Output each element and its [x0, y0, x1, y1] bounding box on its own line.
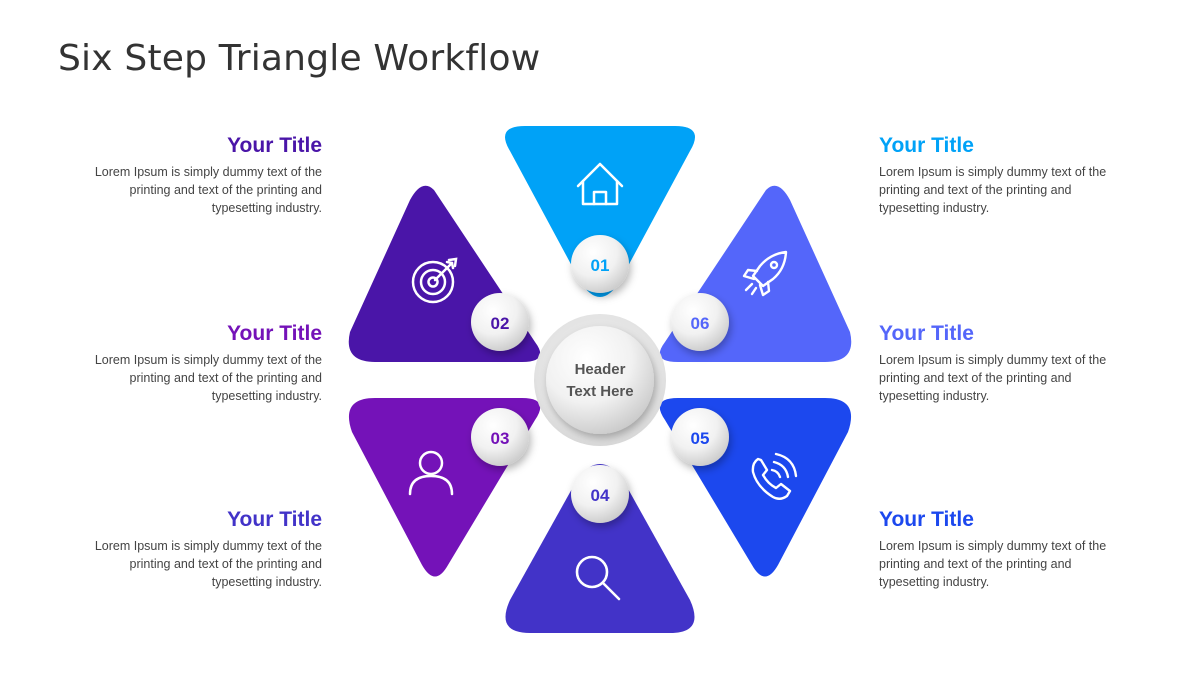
step-01-title: Your Title: [879, 134, 974, 157]
step-01-triangle: [505, 126, 695, 297]
step-05-title: Your Title: [879, 508, 974, 531]
step-06-number-ball: 06: [671, 293, 729, 351]
step-04-number-ball: 04: [571, 465, 629, 523]
step-03-number-ball: 03: [471, 408, 529, 466]
step-01-number-ball: 01: [571, 235, 629, 293]
step-04-number: 04: [591, 486, 610, 505]
step-02-text-block: Your Title Lorem Ipsum is simply dummy t…: [70, 133, 322, 217]
step-02-title: Your Title: [227, 134, 322, 157]
center-button: [546, 326, 654, 434]
rocket-icon: [742, 250, 788, 297]
step-04-triangle: [505, 464, 695, 633]
phone-icon: [751, 452, 798, 500]
user-icon: [408, 450, 454, 496]
step-04-title: Your Title: [227, 508, 322, 531]
step-04-description: Lorem Ipsum is simply dummy text of the …: [94, 539, 322, 589]
step-02-number-ball: 02: [471, 293, 529, 351]
step-06-title: Your Title: [879, 322, 974, 345]
step-02-number: 02: [491, 314, 510, 333]
step-03-description: Lorem Ipsum is simply dummy text of the …: [94, 353, 322, 403]
step-02-description: Lorem Ipsum is simply dummy text of the …: [94, 165, 322, 215]
target-icon: [411, 257, 458, 304]
search-icon: [575, 555, 621, 601]
step-01-number: 01: [591, 256, 610, 275]
step-03-title: Your Title: [227, 322, 322, 345]
step-01-description: Lorem Ipsum is simply dummy text of the …: [879, 165, 1107, 215]
center-header-line2: Text Here: [566, 383, 633, 400]
page-title: Six Step Triangle Workflow: [58, 38, 541, 79]
step-05-number-ball: 05: [671, 408, 729, 466]
step-05-number: 05: [691, 429, 710, 448]
step-04-text-block: Your Title Lorem Ipsum is simply dummy t…: [70, 507, 322, 591]
step-06-number: 06: [691, 314, 710, 333]
step-06-description: Lorem Ipsum is simply dummy text of the …: [879, 353, 1107, 403]
step-03-text-block: Your Title Lorem Ipsum is simply dummy t…: [70, 321, 322, 405]
step-03-number: 03: [491, 429, 510, 448]
house-icon: [576, 162, 624, 206]
step-05-text-block: Your Title Lorem Ipsum is simply dummy t…: [879, 507, 1131, 591]
step-06-text-block: Your Title Lorem Ipsum is simply dummy t…: [879, 321, 1131, 405]
step-01-text-block: Your Title Lorem Ipsum is simply dummy t…: [879, 133, 1131, 217]
center-header-line1: Header: [575, 361, 626, 378]
step-05-description: Lorem Ipsum is simply dummy text of the …: [879, 539, 1107, 589]
